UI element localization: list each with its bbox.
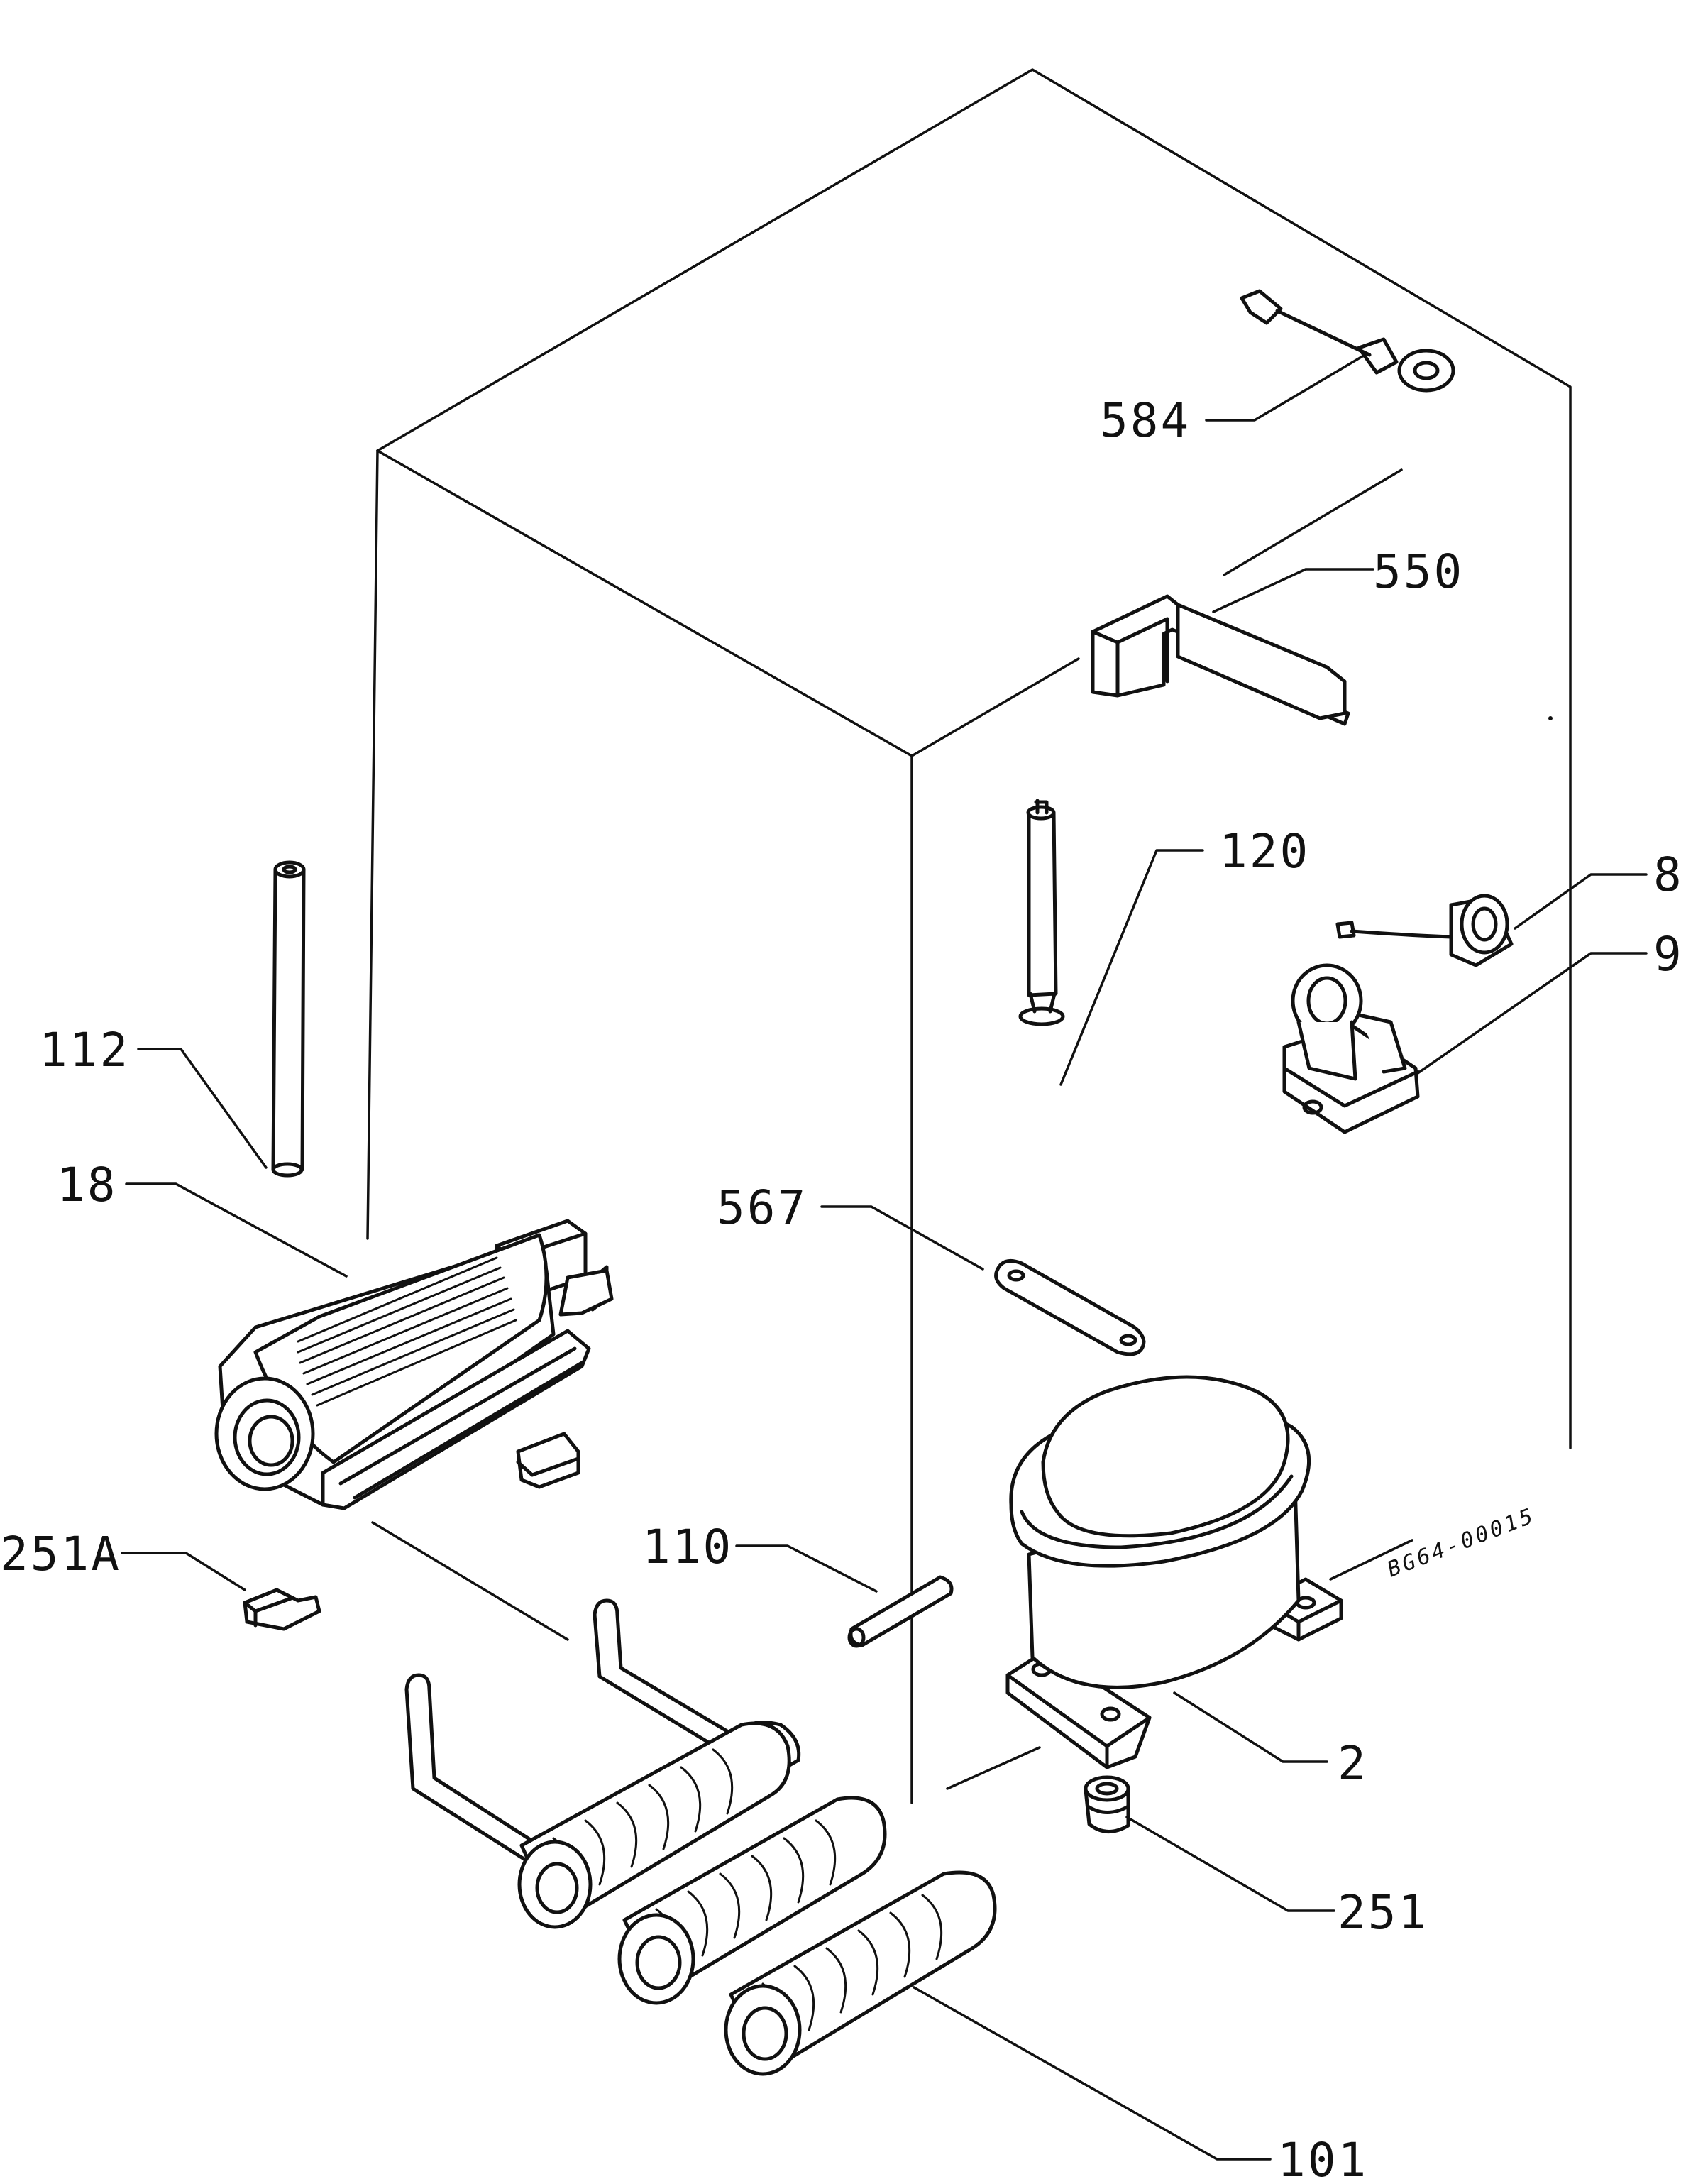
part-251-grommet[interactable] [1084, 1775, 1130, 1833]
part-110-pin[interactable] [847, 1575, 954, 1648]
part-567-plate[interactable] [994, 1259, 1146, 1356]
label-251a: 251A [0, 1527, 121, 1581]
leader-lines [121, 355, 1648, 2161]
part-251a-clip[interactable] [243, 1588, 321, 1631]
part-18-fan-motor[interactable] [214, 1219, 614, 1510]
label-2: 2 [1338, 1736, 1368, 1791]
part-120-tube[interactable] [1018, 799, 1065, 1026]
label-110: 110 [642, 1520, 733, 1574]
label-112: 112 [39, 1023, 130, 1077]
coil-row-1 [517, 1721, 791, 1929]
label-8: 8 [1653, 847, 1684, 902]
part-584-sensor-lead[interactable] [1240, 289, 1455, 393]
coil-row-3 [724, 1870, 997, 2076]
label-251: 251 [1338, 1885, 1428, 1940]
label-120: 120 [1219, 824, 1310, 879]
label-9: 9 [1653, 927, 1684, 982]
label-18: 18 [57, 1158, 117, 1212]
coil-row-2 [617, 1796, 887, 2005]
part-2-compressor[interactable] [1005, 1375, 1343, 1769]
label-584: 584 [1100, 393, 1191, 448]
part-8-socket[interactable] [1335, 894, 1514, 967]
part-101-condenser[interactable] [404, 1598, 997, 2076]
part-labels: 584 550 120 8 9 112 18 567 251A 110 2 25… [0, 393, 1684, 2184]
part-112-tube[interactable] [271, 860, 306, 1178]
label-550: 550 [1373, 544, 1464, 599]
label-567: 567 [717, 1180, 808, 1235]
part-550-bracket[interactable] [1091, 594, 1350, 726]
cabinet-outline [366, 68, 1572, 1804]
part-9-holder[interactable] [1282, 963, 1420, 1134]
label-101: 101 [1277, 2133, 1368, 2180]
